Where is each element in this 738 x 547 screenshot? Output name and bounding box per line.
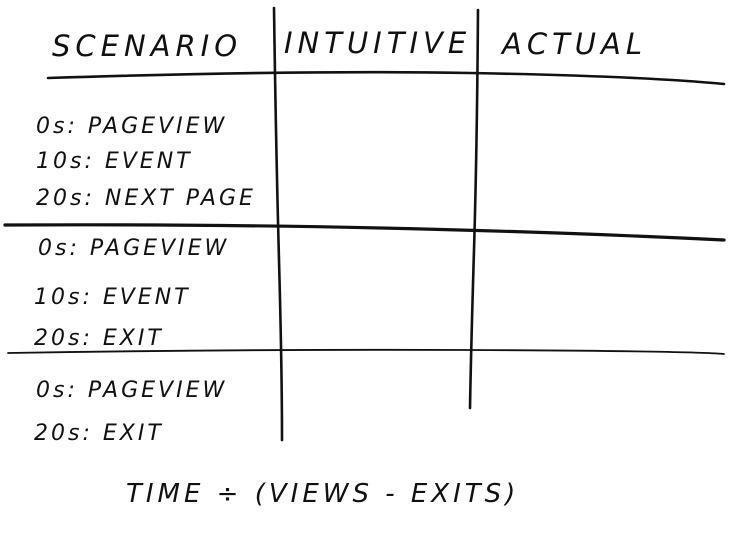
column-divider-line-1 bbox=[272, 6, 284, 442]
header-divider-line bbox=[46, 70, 726, 86]
row-divider-line-2 bbox=[7, 348, 725, 355]
column-divider-line-2 bbox=[468, 8, 480, 410]
scenario-1-line-2: 10s: EVENT bbox=[36, 149, 193, 174]
table-grid bbox=[3, 6, 726, 442]
scenario-2-line-3: 20s: EXIT bbox=[34, 326, 164, 351]
header-scenario: SCENARIO bbox=[52, 29, 242, 63]
scenario-1-line-1: 0s: PAGEVIEW bbox=[36, 114, 227, 139]
header-actual: ACTUAL bbox=[500, 27, 647, 61]
row-divider-line-1 bbox=[3, 223, 726, 242]
scenario-row-2: 0s: PAGEVIEW 10s: EVENT 20s: EXIT bbox=[34, 236, 229, 351]
scenario-1-line-3: 20s: NEXT PAGE bbox=[36, 186, 256, 211]
scenario-row-1: 0s: PAGEVIEW 10s: EVENT 20s: NEXT PAGE bbox=[36, 114, 256, 211]
scenario-row-3: 0s: PAGEVIEW 20s: EXIT bbox=[34, 378, 227, 446]
scenario-2-line-2: 10s: EVENT bbox=[34, 285, 191, 310]
formula-text: TIME ÷ (VIEWS - EXITS) bbox=[126, 479, 519, 509]
scenario-2-line-1: 0s: PAGEVIEW bbox=[38, 236, 229, 261]
scenario-3-line-1: 0s: PAGEVIEW bbox=[36, 378, 227, 403]
scenario-3-line-2: 20s: EXIT bbox=[34, 421, 164, 446]
header-intuitive: INTUITIVE bbox=[284, 26, 471, 60]
